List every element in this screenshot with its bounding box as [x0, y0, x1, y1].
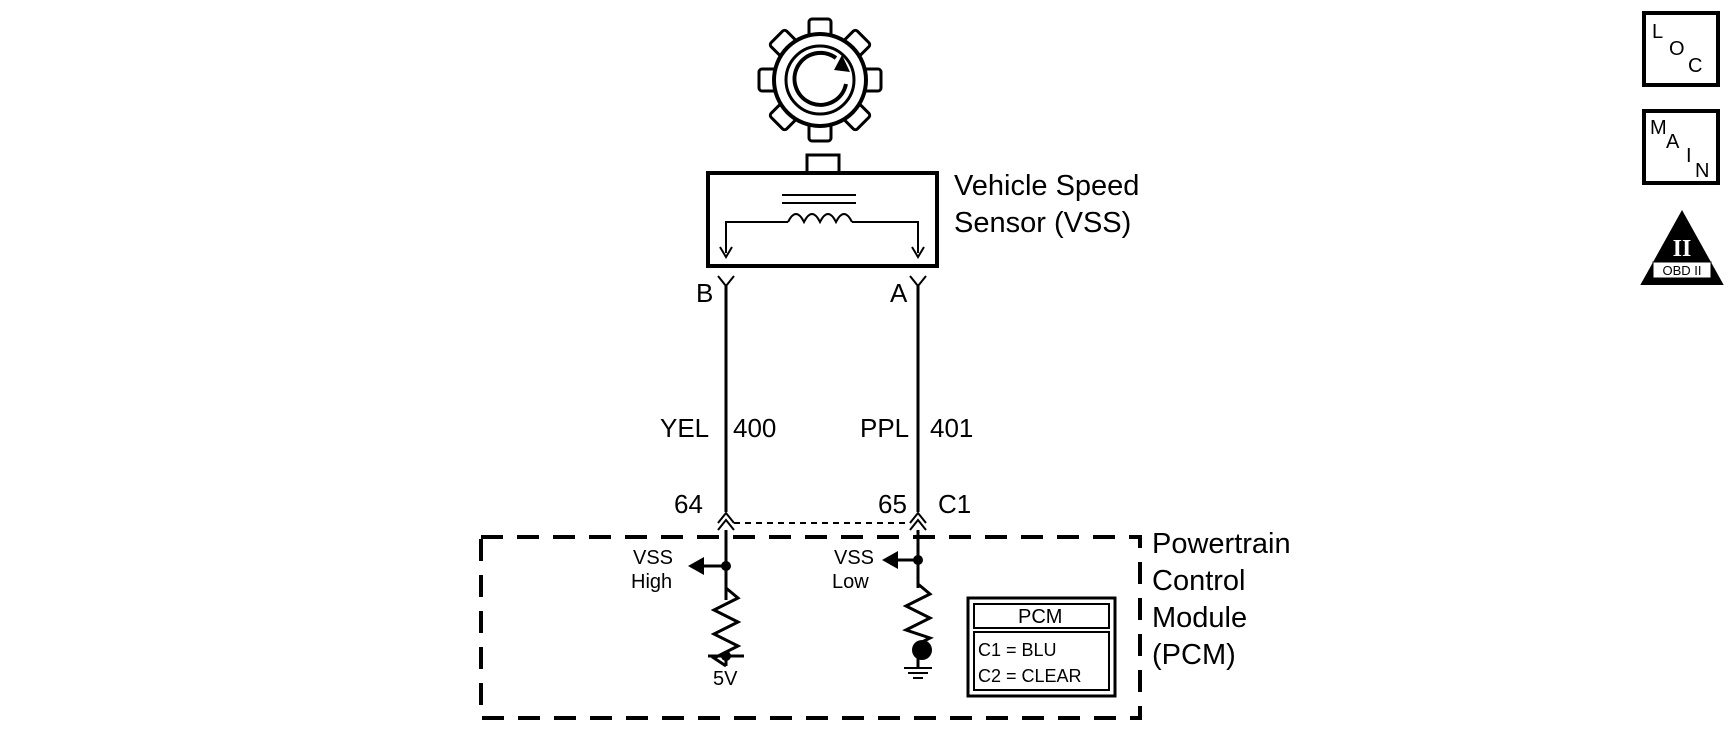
terminal-b-label: B [696, 278, 713, 308]
vss-high-circuit [688, 530, 744, 668]
wire-left-circuit: 400 [733, 413, 776, 443]
wire-left-color: YEL [660, 413, 709, 443]
reluctor-wheel-icon [757, 17, 883, 143]
vss-high-label-line1: VSS [633, 547, 673, 569]
wire-right-circuit: 401 [930, 413, 973, 443]
pcm-name-line2: Control [1152, 565, 1246, 597]
pin-65-label: 65 [878, 489, 907, 519]
pcm-table-title: PCM [1018, 606, 1062, 628]
vehicle-speed-sensor-symbol [706, 153, 939, 268]
svg-text:N: N [1695, 160, 1709, 182]
svg-text:O: O [1669, 38, 1685, 60]
supply-5v-label: 5V [713, 668, 738, 690]
svg-text:OBD II: OBD II [1662, 263, 1701, 278]
main-icon[interactable]: M A I N [1642, 109, 1720, 185]
vss-low-circuit [882, 530, 934, 679]
vss-low-label-line2: Low [832, 571, 869, 593]
vss-high-label-line2: High [631, 571, 672, 593]
pcm-table-row2: C2 = CLEAR [978, 666, 1082, 686]
svg-text:II: II [1673, 236, 1692, 262]
svg-text:I: I [1686, 145, 1692, 167]
terminal-a-label: A [890, 278, 908, 308]
svg-text:A: A [1666, 131, 1680, 153]
obd-ii-icon[interactable]: II OBD II [1640, 209, 1724, 285]
connector-c1-label: C1 [938, 489, 971, 519]
svg-text:C: C [1688, 55, 1702, 77]
sensor-name-line1: Vehicle Speed [954, 170, 1139, 202]
pcm-name-line1: Powertrain [1152, 528, 1291, 560]
pin-64-label: 64 [674, 489, 703, 519]
svg-text:M: M [1650, 117, 1667, 139]
sensor-name-line2: Sensor (VSS) [954, 207, 1131, 239]
pcm-table-row1: C1 = BLU [978, 640, 1057, 660]
pcm-boundary [479, 535, 1142, 720]
pcm-name-line3: Module [1152, 602, 1247, 634]
svg-text:L: L [1652, 21, 1663, 43]
wire-right-color: PPL [860, 413, 909, 443]
loc-icon[interactable]: L O C [1642, 11, 1720, 87]
vss-low-label-line1: VSS [834, 547, 874, 569]
pcm-name-line4: (PCM) [1152, 639, 1236, 671]
pcm-connector-table [966, 596, 1117, 698]
